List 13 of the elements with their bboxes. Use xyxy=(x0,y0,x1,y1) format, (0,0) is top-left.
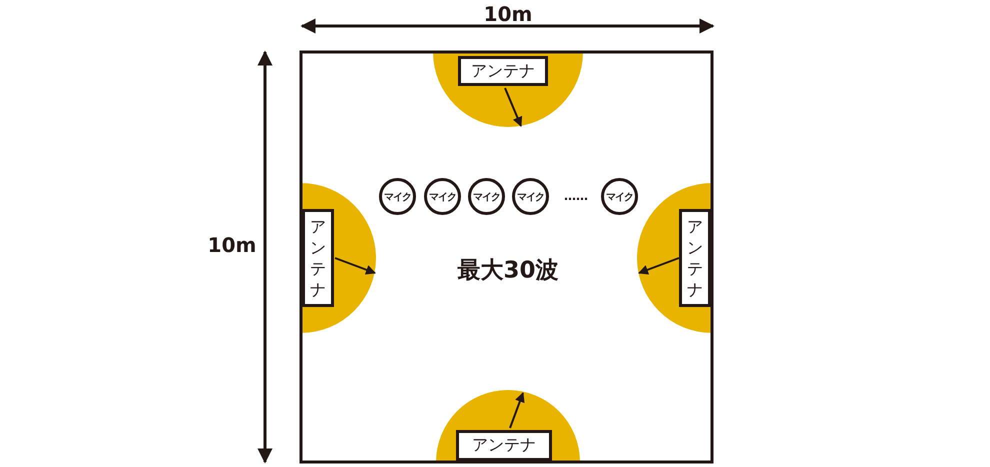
dimension-label: 10m xyxy=(208,233,256,257)
channel-count-text: 最大30波 xyxy=(458,256,558,286)
antenna-box: アンテナ xyxy=(458,56,548,86)
dimension-label: 10m xyxy=(484,2,532,26)
antenna-box: アンテナ xyxy=(302,209,334,307)
ellipsis-text: …… xyxy=(564,189,588,203)
mic-circle: マイク xyxy=(601,178,638,215)
mic-circle: マイク xyxy=(512,178,549,215)
mic-circle: マイク xyxy=(468,178,505,215)
antenna-box: アンテナ xyxy=(679,209,711,307)
mic-circle: マイク xyxy=(379,178,416,215)
antenna-box: アンテナ xyxy=(456,430,552,461)
mic-circle: マイク xyxy=(424,178,461,215)
